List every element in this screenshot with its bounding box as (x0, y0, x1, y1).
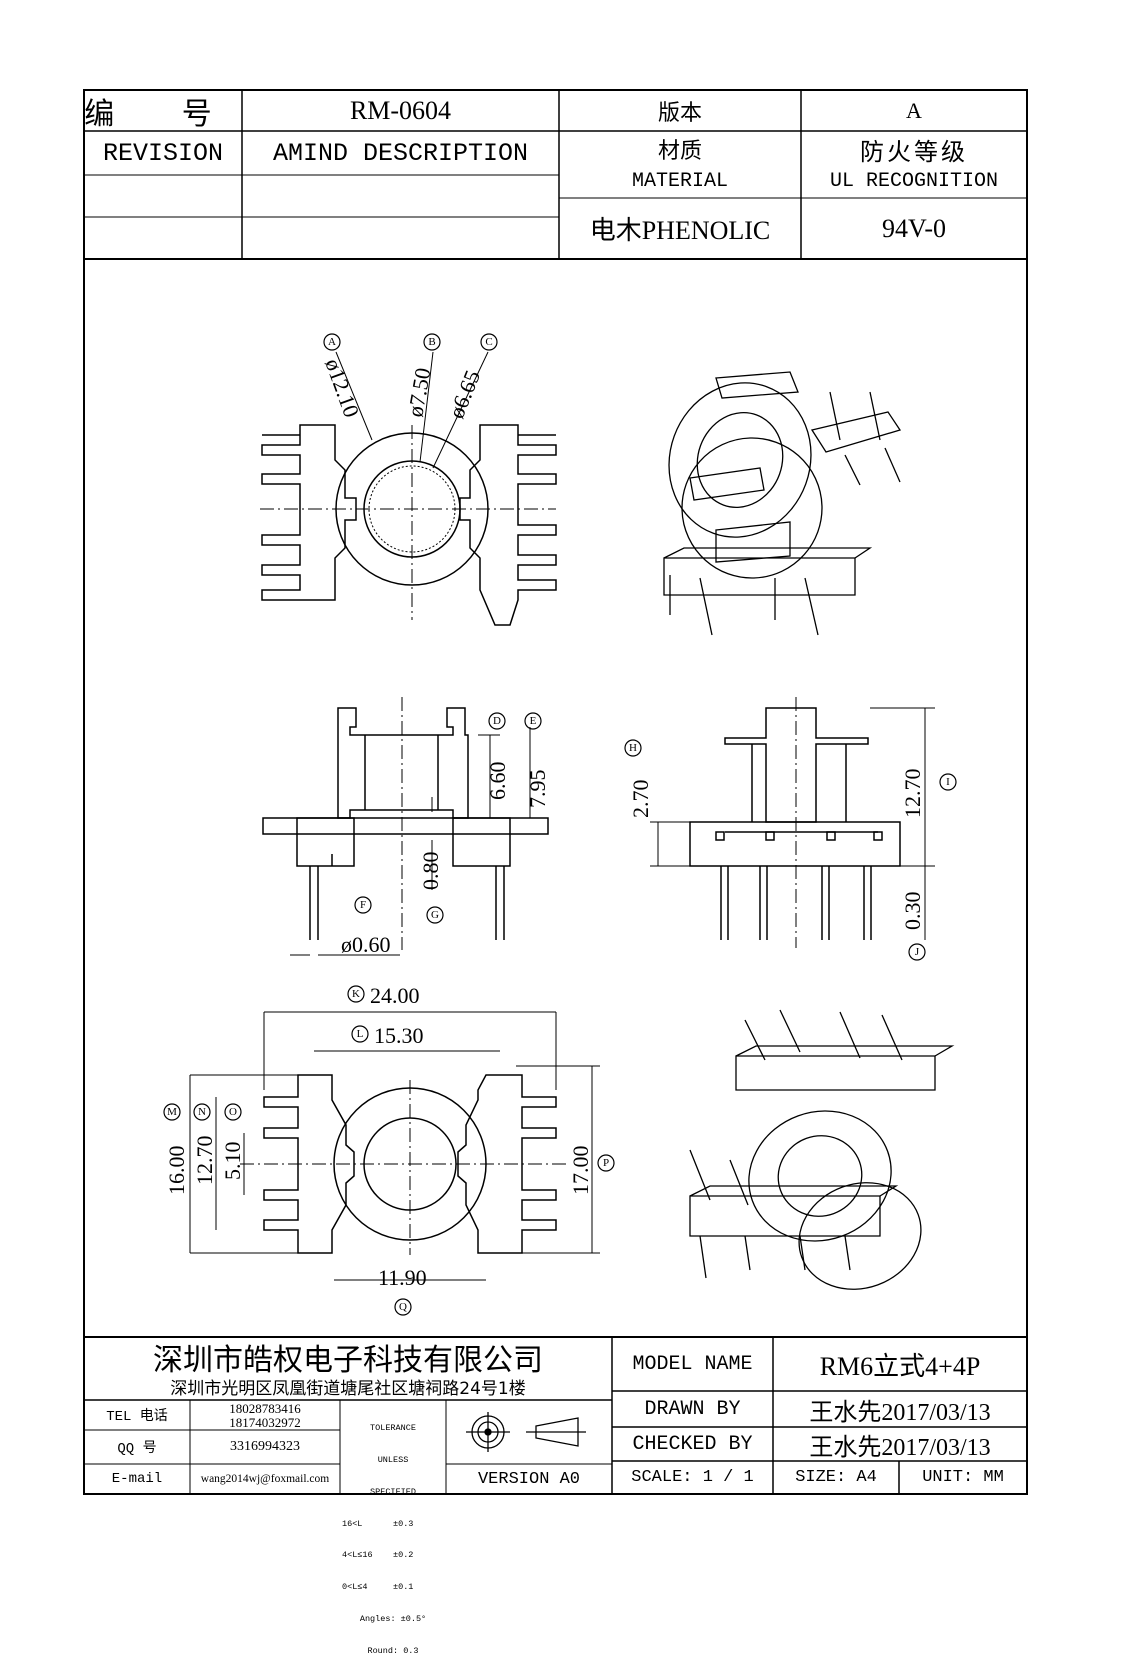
tolerance-title: TOLERANCE (370, 1423, 416, 1434)
dim-g-value: 0.80 (418, 852, 443, 891)
marker-c: C (485, 336, 492, 348)
amend-description-label: AMIND DESCRIPTION (272, 138, 529, 168)
marker-n: N (198, 1106, 206, 1118)
email-label: E-mail (111, 1471, 163, 1487)
tolerance-block: TOLERANCE UNLESS SPECIFIED 16<L ±0.3 4<L… (342, 1402, 444, 1667)
tolerance-unless: UNLESS (377, 1454, 409, 1465)
qq-value: 3316994323 (230, 1439, 300, 1454)
checked-by-value: 王水先2017/03/13 (809, 1434, 991, 1461)
drawing-frame (83, 89, 1028, 1495)
model-name-label: MODEL NAME (632, 1352, 753, 1376)
company-address: 深圳市光明区凤凰街道塘尾社区塘祠路24号1楼 (170, 1378, 526, 1399)
tolerance-row-1: 16<L ±0.3 (342, 1518, 414, 1529)
marker-k: K (352, 988, 360, 1000)
qq-label: QQ 号 (117, 1441, 157, 1457)
marker-p: P (603, 1157, 609, 1169)
tolerance-round: Round: 0.3 (367, 1645, 419, 1656)
drawn-by-label: DRAWN BY (644, 1397, 741, 1421)
dim-e-value: 7.95 (525, 770, 550, 809)
tolerance-row-2: 4<L≤16 ±0.2 (342, 1550, 414, 1561)
tel-1: 18028783416 (229, 1401, 301, 1416)
material-value: 电木PHENOLIC (589, 216, 771, 245)
marker-q: Q (399, 1301, 407, 1313)
version-value: A (906, 97, 922, 123)
drawn-by-value: 王水先2017/03/13 (809, 1399, 991, 1426)
unit-text: UNIT: MM (922, 1468, 1004, 1487)
technical-drawing (163, 333, 957, 1316)
revision-label: REVISION (102, 138, 224, 168)
ul-label-cn: 防火等级 (860, 139, 968, 166)
material-label-cn: 材质 (657, 138, 702, 163)
dim-d-value: 6.60 (485, 762, 510, 801)
side-view (650, 697, 935, 948)
number-label: 编 号 (84, 97, 242, 131)
tel-label: TEL 电话 (106, 1409, 168, 1425)
ul-label-en: UL RECOGNITION (829, 169, 999, 193)
dim-i-value: 12.70 (900, 769, 925, 819)
dim-n-value: 12.70 (192, 1136, 217, 1186)
scale-text: SCALE: 1 / 1 (631, 1468, 754, 1487)
tolerance-row-3: 0<L≤4 ±0.1 (342, 1582, 414, 1593)
isometric-view-top (663, 371, 902, 636)
dim-j-value: 0.30 (900, 892, 925, 931)
tolerance-angles: Angles: ±0.5° (359, 1613, 427, 1624)
dim-o-value: 5.10 (220, 1142, 245, 1181)
part-number: RM-0604 (349, 95, 452, 125)
marker-e: E (530, 715, 537, 727)
dim-q-value: 11.90 (378, 1265, 427, 1290)
tel-2: 18174032972 (229, 1415, 301, 1430)
version-text: VERSION A0 (477, 1469, 581, 1489)
marker-letters: A B C D E F G H I J K L M N O P Q ø12.10… (164, 336, 950, 1313)
material-label-en: MATERIAL (631, 169, 728, 193)
marker-b: B (428, 336, 435, 348)
dim-h-value: 2.70 (628, 780, 653, 819)
marker-f: F (360, 899, 366, 911)
tel-values: 18028783416 18174032972 (190, 1402, 340, 1430)
isometric-view-bottom (689, 1009, 955, 1290)
projection-symbol-icon (466, 1412, 586, 1452)
front-view (262, 697, 549, 956)
marker-o: O (229, 1106, 237, 1118)
marker-i: I (946, 776, 950, 788)
bottom-view (189, 1011, 600, 1281)
marker-h: H (629, 742, 637, 754)
company-name: 深圳市皓权电子科技有限公司 (153, 1343, 543, 1378)
marker-l: L (357, 1028, 364, 1040)
marker-j: J (915, 946, 920, 958)
dim-b: ø7.50 (402, 366, 435, 419)
dim-m-value: 16.00 (164, 1146, 189, 1196)
dim-p-value: 17.00 (568, 1146, 593, 1196)
version-label: 版本 (657, 99, 702, 125)
marker-d: D (493, 715, 501, 727)
model-name-value: RM6立式4+4P (819, 1351, 981, 1381)
marker-m: M (167, 1106, 177, 1118)
dim-a: ø12.10 (320, 355, 364, 420)
dim-k-value: 24.00 (370, 983, 420, 1008)
ul-value: 94V-0 (881, 213, 947, 243)
dim-c: ø6.65 (443, 367, 485, 422)
marker-g: G (431, 909, 439, 921)
marker-a: A (328, 336, 336, 348)
pin-diameter: ø0.60 (341, 932, 391, 957)
email-value: wang2014wj@foxmail.com (200, 1473, 330, 1485)
tolerance-specified: SPECIFIED (370, 1486, 416, 1497)
top-view (260, 351, 557, 626)
size-text: SIZE: A4 (795, 1468, 877, 1487)
dim-l-value: 15.30 (374, 1023, 424, 1048)
checked-by-label: CHECKED BY (632, 1432, 753, 1456)
